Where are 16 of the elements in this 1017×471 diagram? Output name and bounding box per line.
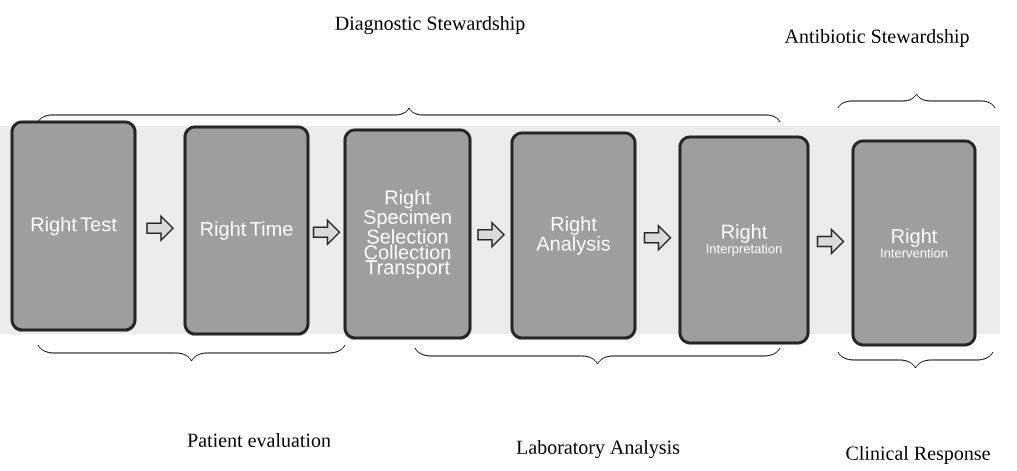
arrow xyxy=(146,214,175,243)
process-box: Right Intervention xyxy=(851,139,977,347)
stage-label: Patient evaluation xyxy=(187,432,331,447)
arrow xyxy=(816,227,845,256)
arrow xyxy=(312,218,341,247)
stage-label: Antibiotic Stewardship xyxy=(784,28,969,48)
stage-label: Laboratory Analysis xyxy=(516,439,680,459)
process-box: Right Interpretation xyxy=(678,135,810,345)
arrow xyxy=(643,223,672,252)
stage-label: Clinical Response xyxy=(846,445,990,465)
process-box: Right Specimen Selection Collection Transport xyxy=(343,128,472,340)
process-box: Right Time xyxy=(183,125,310,336)
arrow xyxy=(477,220,506,249)
process-box: Right Test xyxy=(10,120,137,332)
stage-label: Diagnostic Stewardship xyxy=(335,15,525,35)
process-box: Right Analysis xyxy=(510,131,637,340)
